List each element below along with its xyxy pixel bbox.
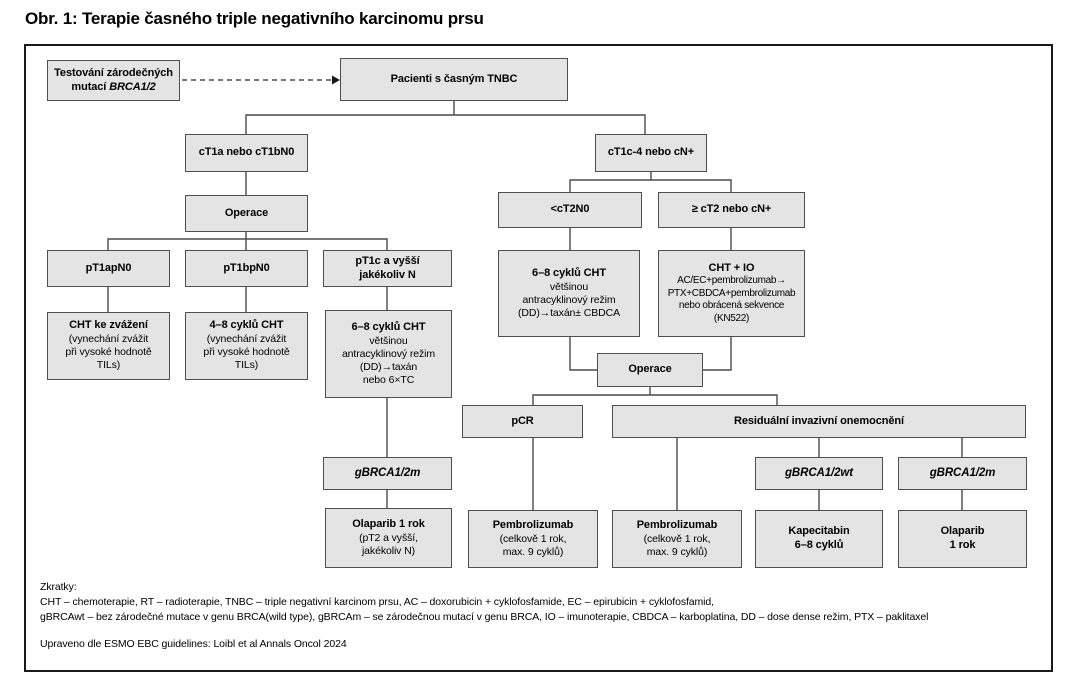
- abbreviations-line-1: CHT – chemoterapie, RT – radioterapie, T…: [40, 596, 714, 609]
- node-label: Pembrolizumab: [636, 519, 718, 531]
- node-operace-right: Operace: [597, 353, 703, 387]
- node-sublabel: (celkově 1 rok, max. 9 cyklů): [643, 532, 711, 558]
- node-cht-ke-zvazeni: CHT ke zvážení (vynechání zvážit při vys…: [47, 312, 170, 380]
- node-pt1bpn0: pT1bpN0: [185, 250, 308, 287]
- node-label: CHT ke zvážení: [69, 319, 148, 332]
- arrowhead: [332, 75, 340, 85]
- node-sublabel: většinou antracyklinový režim (DD)→taxán…: [517, 280, 621, 319]
- node-pembrolizumab-1: Pembrolizumab (celkově 1 rok, max. 9 cyk…: [468, 510, 598, 568]
- node-label: CHT + IO: [708, 261, 755, 274]
- node-lt-ct2n0: <cT2N0: [498, 192, 642, 228]
- node-sublabel: (pT2 a vyšší, jakékoliv N): [359, 531, 418, 557]
- node-label: gBRCA1/2m: [929, 467, 996, 480]
- node-label: Residuální invazivní onemocnění: [734, 414, 904, 427]
- node-pacienti-tnbc: Pacienti s časným TNBC: [340, 58, 568, 101]
- figure-title: Obr. 1: Terapie časného triple negativní…: [25, 9, 484, 28]
- connector-line: [107, 238, 388, 250]
- node-label: gBRCA1/2m: [354, 467, 421, 480]
- node-label: ≥ cT2 nebo cN+: [691, 203, 772, 216]
- node-label: Kapecitabin 6–8 cyklů: [788, 525, 850, 551]
- node-label: Operace: [224, 206, 269, 219]
- node-label: 6–8 cyklů CHT: [532, 266, 606, 279]
- node-label: gBRCA1/2wt: [784, 467, 853, 480]
- node-label: Olaparib 1 rok: [940, 525, 985, 551]
- node-olaparib-right: Olaparib 1 rok: [898, 510, 1027, 568]
- node-pt1c: pT1c a vyšší jakékoliv N: [323, 250, 452, 287]
- node-pt1apn0: pT1apN0: [47, 250, 170, 287]
- figure-border: [24, 44, 1053, 672]
- connector-line: [569, 179, 732, 192]
- node-label: Pacienti s časným TNBC: [390, 72, 518, 85]
- connector-line: [532, 394, 778, 405]
- node-label: pT1apN0: [85, 261, 132, 274]
- node-pcr: pCR: [462, 405, 583, 438]
- node-operace-left: Operace: [185, 195, 308, 232]
- node-ge-ct2: ≥ cT2 nebo cN+: [658, 192, 805, 228]
- connector-line: [569, 337, 597, 371]
- node-gbrca12m-left: gBRCA1/2m: [323, 457, 452, 490]
- node-label: 4–8 cyklů CHT: [209, 319, 284, 332]
- node-cht-io: CHT + IO AC/EC+pembrolizumab→ PTX+CBDCA+…: [658, 250, 805, 337]
- node-gbrca12wt: gBRCA1/2wt: [755, 457, 883, 490]
- node-label: cT1a nebo cT1bN0: [198, 146, 295, 159]
- node-sublabel: (celkově 1 rok, max. 9 cyklů): [499, 532, 567, 558]
- connector-line: [245, 114, 646, 135]
- node-sublabel: AC/EC+pembrolizumab→ PTX+CBDCA+pembroliz…: [667, 275, 796, 324]
- node-sublabel: (vynechání zvážit při vysoké hodnotě TIL…: [65, 333, 152, 372]
- node-ct1a: cT1a nebo cT1bN0: [185, 134, 308, 172]
- abbreviations-line-2: gBRCAwt – bez zárodečné mutace v genu BR…: [40, 611, 929, 624]
- gene-name: BRCA1/2: [109, 80, 156, 93]
- node-kapecitabin: Kapecitabin 6–8 cyklů: [755, 510, 883, 568]
- node-residualni: Residuální invazivní onemocnění: [612, 405, 1026, 438]
- source-citation: Upraveno dle ESMO EBC guidelines: Loibl …: [40, 637, 347, 650]
- node-ct1c-4: cT1c-4 nebo cN+: [595, 134, 707, 172]
- abbreviations-heading: Zkratky:: [40, 581, 77, 593]
- node-pembrolizumab-2: Pembrolizumab (celkově 1 rok, max. 9 cyk…: [612, 510, 742, 568]
- abbreviations-block: Zkratky: CHT – chemoterapie, RT – radiot…: [40, 580, 1035, 652]
- node-label: pT1bpN0: [223, 261, 270, 274]
- node-label: Pembrolizumab: [492, 519, 574, 531]
- node-gbrca12m-right: gBRCA1/2m: [898, 457, 1027, 490]
- node-cht-6-8-left: 6–8 cyklů CHT většinou antracyklinový re…: [325, 310, 452, 398]
- node-olaparib-left: Olaparib 1 rok (pT2 a vyšší, jakékoliv N…: [325, 508, 452, 568]
- node-label: pT1c a vyšší jakékoliv N: [355, 254, 420, 281]
- node-label: cT1c-4 nebo cN+: [607, 146, 695, 159]
- node-sublabel: (vynechání zvážit při vysoké hodnotě TIL…: [203, 333, 290, 372]
- node-label: Olaparib 1 rok: [352, 518, 425, 530]
- node-sublabel: většinou antracyklinový režim (DD)→taxán…: [341, 334, 436, 386]
- node-label: pCR: [511, 414, 534, 427]
- node-label: <cT2N0: [550, 203, 590, 216]
- connector-line: [703, 337, 732, 371]
- node-label: Operace: [628, 363, 672, 376]
- node-cht-4-8: 4–8 cyklů CHT (vynechání zvážit při vyso…: [185, 312, 308, 380]
- node-cht-6-8-right: 6–8 cyklů CHT většinou antracyklinový re…: [498, 250, 640, 337]
- node-label: 6–8 cyklů CHT: [351, 320, 426, 333]
